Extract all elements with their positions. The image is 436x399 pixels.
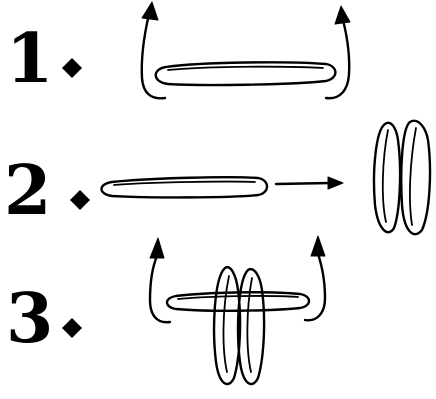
step-1-right-arrow-icon <box>324 5 351 100</box>
step-3-vertical-loop-icon <box>212 265 266 386</box>
step-1-number: 1 <box>6 19 53 99</box>
step-2-right-arrow-icon <box>274 176 344 190</box>
step-1-loop-icon <box>154 61 337 87</box>
step-2: 2 <box>4 119 432 236</box>
step-3: 3 <box>6 235 327 386</box>
step-1-left-arrow-icon <box>140 1 167 100</box>
step-1-diamond-icon <box>62 58 82 78</box>
step-2-number: 2 <box>4 151 51 231</box>
step-3-horizontal-loop-icon <box>165 291 311 313</box>
step-3-number: 3 <box>6 279 53 359</box>
step-2-loop-icon <box>100 176 269 199</box>
step-2-vertical-loop-icon <box>372 119 432 236</box>
step-2-label: 2 <box>4 151 90 231</box>
step-3-diamond-icon <box>62 318 82 338</box>
step-3-label: 3 <box>6 279 82 359</box>
step-2-diamond-icon <box>70 190 90 210</box>
step-3-left-arrow-icon <box>148 237 172 324</box>
step-3-right-arrow-icon <box>303 235 327 322</box>
step-1-label: 1 <box>6 19 82 99</box>
step-1: 1 <box>6 1 351 100</box>
